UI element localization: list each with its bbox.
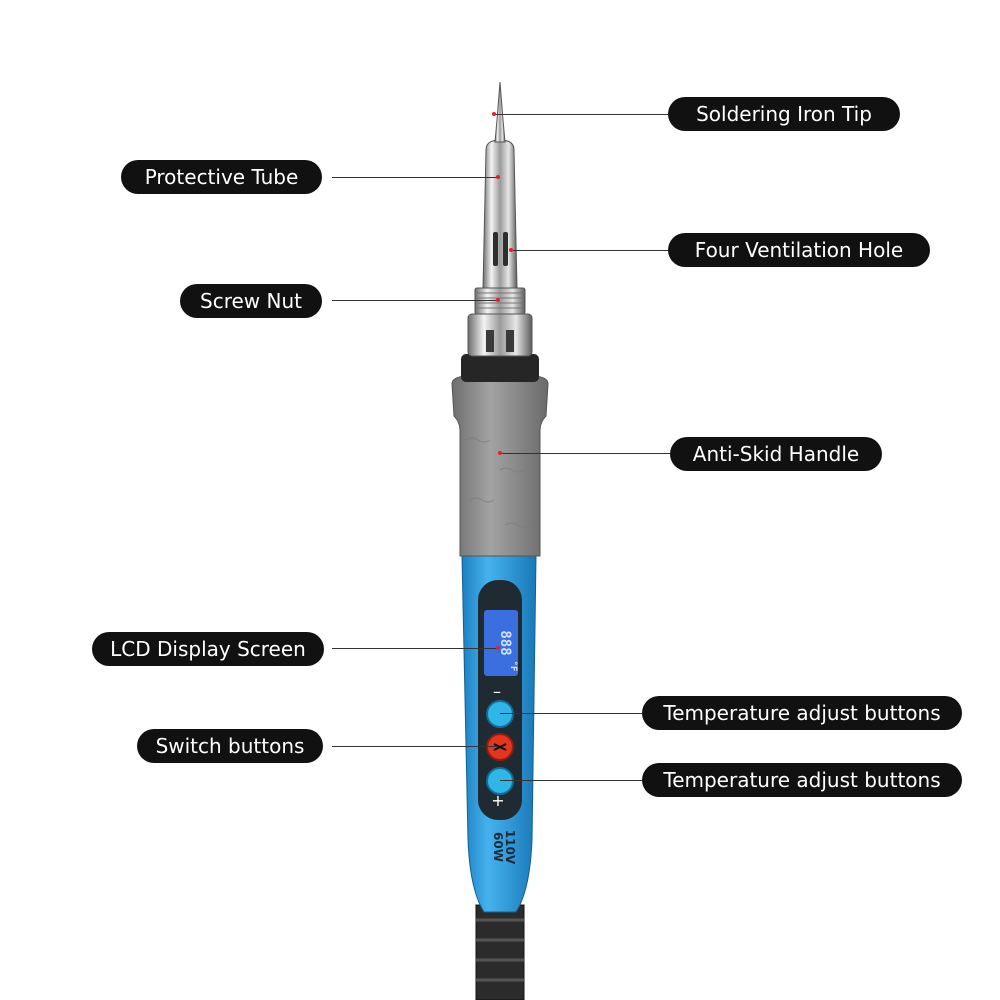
power-symbol-icon bbox=[493, 743, 507, 751]
leader-temp-plus bbox=[500, 780, 642, 781]
soldering-iron-tip bbox=[494, 81, 506, 143]
lcd-display-screen bbox=[484, 610, 518, 676]
label-switch-buttons: Switch buttons bbox=[137, 729, 323, 763]
leader-temp-minus bbox=[500, 713, 642, 714]
handle-collar bbox=[461, 354, 539, 382]
label-soldering-iron-tip: Soldering Iron Tip bbox=[668, 97, 900, 131]
leader-protective-tube bbox=[332, 177, 498, 178]
leader-lcd bbox=[332, 648, 498, 649]
leader-screw-nut bbox=[332, 300, 498, 301]
marker-handle bbox=[498, 451, 502, 455]
voltage-rating: 110V bbox=[503, 830, 517, 865]
leader-switch bbox=[332, 746, 498, 747]
label-temperature-adjust-plus: Temperature adjust buttons bbox=[642, 763, 962, 797]
label-anti-skid-handle: Anti-Skid Handle bbox=[670, 437, 882, 471]
leader-handle bbox=[502, 453, 670, 454]
marker-tip bbox=[492, 112, 496, 116]
plus-sign: + bbox=[491, 791, 504, 810]
label-temperature-adjust-minus: Temperature adjust buttons bbox=[642, 696, 962, 730]
marker-ventilation bbox=[509, 248, 513, 252]
lcd-unit: °F bbox=[508, 661, 518, 672]
temperature-plus-button[interactable] bbox=[486, 767, 514, 795]
label-protective-tube: Protective Tube bbox=[121, 160, 322, 194]
leader-ventilation bbox=[511, 250, 668, 251]
label-four-ventilation-hole: Four Ventilation Hole bbox=[668, 233, 930, 267]
ventilation-hole-left bbox=[493, 232, 498, 266]
power-cable bbox=[475, 904, 525, 1000]
label-screw-nut: Screw Nut bbox=[180, 284, 322, 318]
label-lcd-display-screen: LCD Display Screen bbox=[92, 632, 324, 666]
lcd-readout: 888 bbox=[497, 630, 513, 655]
anti-skid-handle bbox=[451, 375, 549, 557]
handle-texture bbox=[465, 437, 530, 528]
marker-protective-tube bbox=[496, 175, 500, 179]
marker-lcd bbox=[496, 646, 500, 650]
temperature-minus-button[interactable] bbox=[486, 700, 514, 728]
ventilation-hole-right bbox=[503, 232, 508, 266]
marker-screw-nut bbox=[496, 298, 500, 302]
wattage-rating: 60W bbox=[491, 832, 505, 862]
leader-tip bbox=[494, 114, 668, 115]
minus-sign: – bbox=[493, 682, 501, 701]
protective-tube bbox=[482, 139, 518, 289]
screw-nut bbox=[467, 287, 533, 357]
